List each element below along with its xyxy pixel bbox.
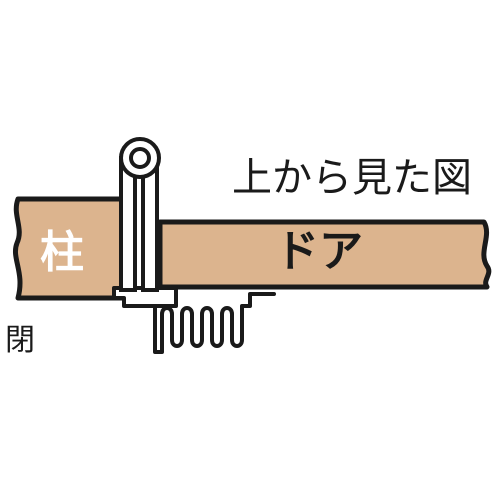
pivot-ring-inner xyxy=(129,147,151,169)
hinge-arm-left xyxy=(119,156,137,292)
spring xyxy=(153,292,276,354)
door-label: ドア xyxy=(275,226,363,277)
pillar xyxy=(13,196,129,301)
hinge-bracket xyxy=(112,286,178,308)
state-label: 閉 xyxy=(5,323,35,358)
caption-label: 上から見た図 xyxy=(232,155,472,201)
door xyxy=(157,219,492,290)
pillar-label: 柱 xyxy=(40,227,84,278)
